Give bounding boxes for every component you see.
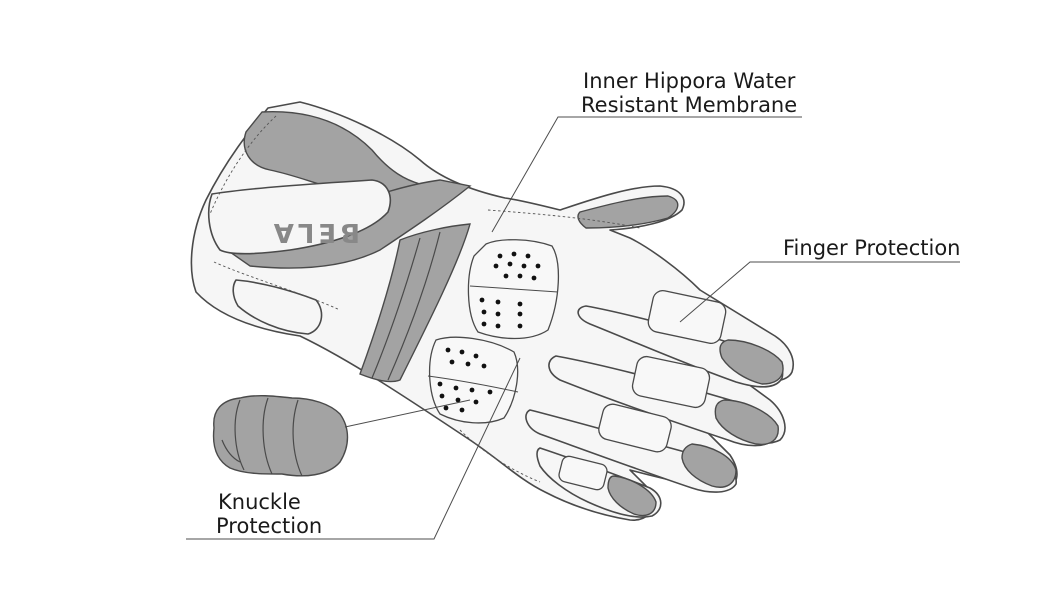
membrane-leader	[491, 116, 802, 233]
knuckle-label-line2: Protection	[216, 514, 322, 538]
knuckle-protector-illustration	[212, 395, 349, 477]
glove-fingers	[525, 289, 784, 518]
finger-protection-label: Finger Protection	[783, 236, 961, 260]
leader-lines	[186, 116, 960, 540]
membrane-label-line2: Resistant Membrane	[581, 93, 797, 117]
knuckle-protector-leader	[344, 399, 471, 428]
brand-logo: BELA	[270, 217, 360, 247]
finger-protection-leader	[679, 261, 960, 323]
knuckle-protection-leader	[186, 357, 521, 540]
membrane-label-line1: Inner Hippora Water	[583, 69, 796, 93]
knuckle-pads	[427, 239, 560, 424]
knuckle-label-line1: Knuckle	[218, 490, 301, 514]
